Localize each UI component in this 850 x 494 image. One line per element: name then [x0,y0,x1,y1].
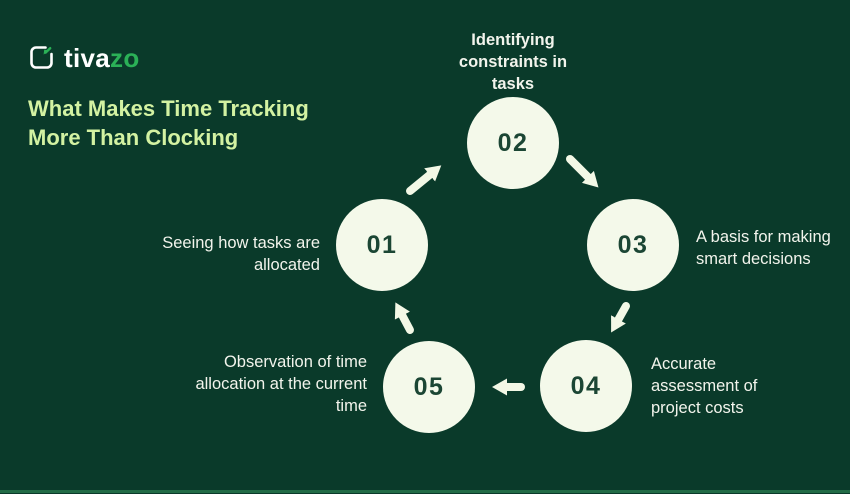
logo-text-accent: zo [110,42,140,73]
step-label-05: Observation of time allocation at the cu… [195,353,367,415]
page-title: What Makes Time Tracking More Than Clock… [28,96,309,151]
footer-accent-line [0,490,850,493]
arrow-01-02-icon [406,165,442,195]
step-circle-03: 03 [587,199,679,291]
step-label-01: Seeing how tasks are allocated [162,234,320,274]
arrow-02-03-icon [566,155,599,188]
step-label-03: A basis for making smart decisions [696,228,831,268]
logo-text-primary: tiva [64,42,111,73]
step-label-04: Accurate assessment of project costs [651,355,758,417]
arrow-05-01-icon [394,302,414,334]
step-label-02: Identifying constraints in tasks [458,31,568,93]
step-circle-01: 01 [336,199,428,291]
arrow-03-04-icon [611,302,630,333]
clock-in-frame-icon [30,46,53,69]
step-circle-04: 04 [540,340,632,432]
logo: tivazo [28,44,140,71]
step-circle-05: 05 [383,341,475,433]
step-circle-02: 02 [467,97,559,189]
logo-text: tivazo [64,45,140,71]
